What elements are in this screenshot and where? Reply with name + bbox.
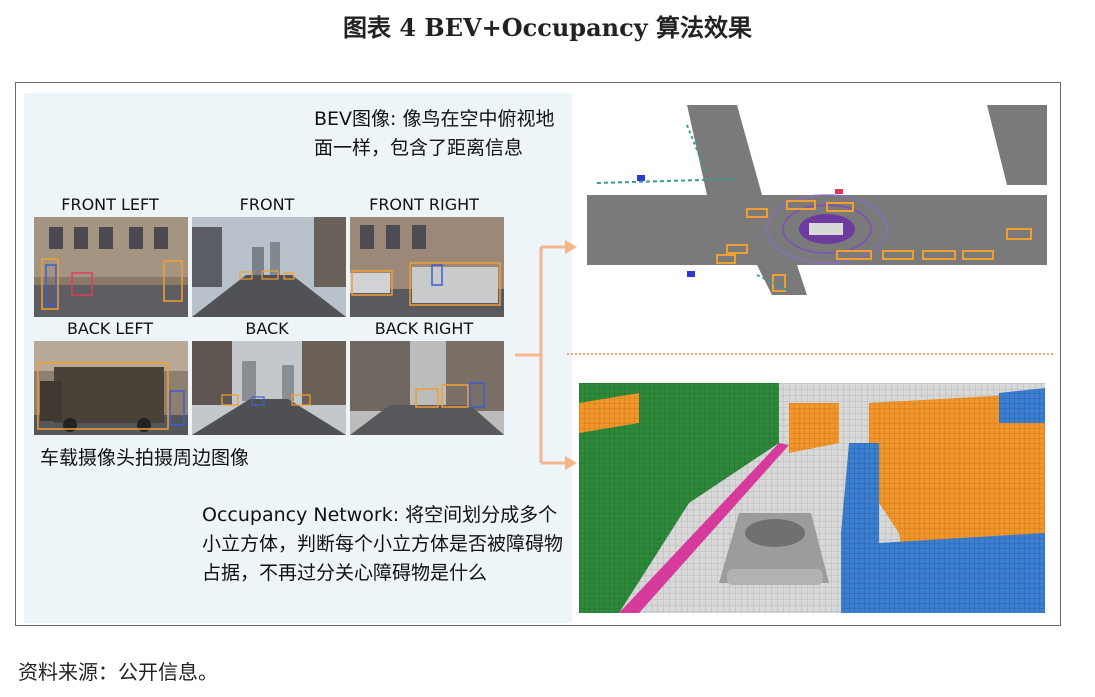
bev-caption: BEV图像: 像鸟在空中俯视地面一样，包含了距离信息 xyxy=(314,108,555,159)
camera-label-back-left: BACK LEFT xyxy=(66,319,154,338)
figure-title: 图表 4 BEV+Occupancy 算法效果 xyxy=(343,13,752,42)
camera-image-front-left xyxy=(34,217,188,317)
camera-label-front-left: FRONT LEFT xyxy=(61,195,159,214)
camera-label-front-right: FRONT RIGHT xyxy=(369,195,479,214)
camera-label-back-right: BACK RIGHT xyxy=(374,319,474,338)
camera-label-front: FRONT xyxy=(239,195,295,214)
bev-map xyxy=(587,105,1047,295)
camera-image-back xyxy=(192,341,346,435)
section-divider xyxy=(567,353,1053,355)
occupancy-voxel-scene xyxy=(579,383,1045,613)
camera-image-front-right xyxy=(350,217,504,317)
camera-panel: BEV图像: 像鸟在空中俯视地面一样，包含了距离信息 FRONT LEFT FR… xyxy=(24,93,572,623)
figure-source: 资料来源：公开信息。 xyxy=(18,660,218,684)
flow-arrows xyxy=(511,233,581,473)
figure-frame: BEV图像: 像鸟在空中俯视地面一样，包含了距离信息 FRONT LEFT FR… xyxy=(15,82,1061,626)
camera-image-front xyxy=(192,217,346,317)
camera-label-back: BACK xyxy=(245,319,289,338)
occupancy-caption: Occupancy Network: 将空间划分成多个小立方体，判断每个小立方体… xyxy=(202,504,564,584)
camera-image-back-right xyxy=(350,341,504,435)
camera-caption: 车载摄像头拍摄周边图像 xyxy=(40,447,250,469)
camera-image-back-left xyxy=(34,341,188,435)
